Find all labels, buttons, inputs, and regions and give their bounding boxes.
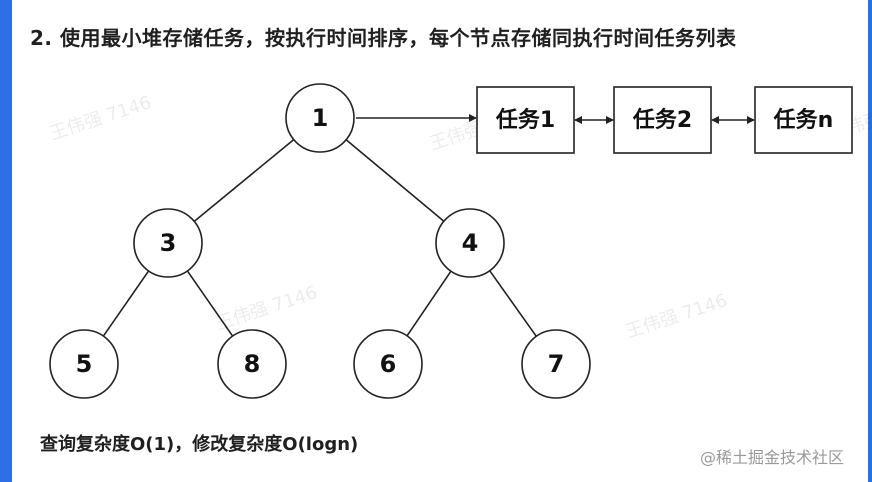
heap-node-6: 6 <box>353 329 423 399</box>
task-box-rect <box>754 86 853 154</box>
heap-node-circle <box>435 208 505 278</box>
right-accent-edge <box>868 0 872 482</box>
heap-edge-n1-n3 <box>193 138 295 223</box>
heap-node-circle <box>49 329 119 399</box>
heap-nodes: 1 3 4 5 8 6 7 <box>49 83 591 399</box>
heap-node-5: 5 <box>49 329 119 399</box>
heap-node-circle <box>353 329 423 399</box>
task-box-rect <box>613 86 712 154</box>
heap-node-8: 8 <box>217 329 287 399</box>
heap-node-label: 7 <box>548 350 565 378</box>
heap-node-label: 3 <box>160 229 177 257</box>
heap-edge-n3-n5 <box>102 270 150 337</box>
heap-node-1: 1 <box>285 83 355 153</box>
author-watermark: 王伟强 7146 <box>623 290 730 343</box>
heap-node-4: 4 <box>435 208 505 278</box>
author-watermark: 王伟强 7146 <box>47 92 154 145</box>
heap-node-label: 6 <box>380 350 397 378</box>
task-box-tn: 任务n <box>754 86 853 154</box>
heap-node-circle <box>285 83 355 153</box>
heap-node-7: 7 <box>521 329 591 399</box>
task-links <box>356 114 755 124</box>
heap-node-label: 1 <box>312 104 329 132</box>
heap-node-circle <box>217 329 287 399</box>
task-label: 任务1 <box>495 107 555 133</box>
task-label: 任务n <box>773 107 834 133</box>
heap-node-3: 3 <box>133 208 203 278</box>
heap-node-circle <box>521 329 591 399</box>
heap-edge-n4-n7 <box>489 270 537 337</box>
heap-node-label: 8 <box>244 350 261 378</box>
author-watermark: 王伟强 7146 <box>213 282 320 335</box>
heap-node-label: 4 <box>462 229 479 257</box>
left-accent-bar <box>0 0 12 482</box>
heap-edge-n4-n6 <box>406 270 452 337</box>
source-watermark: @稀土掘金技术社区 <box>700 448 845 467</box>
page-title: 2. 使用最小堆存储任务，按执行时间排序，每个节点存储同执行时间任务列表 <box>30 26 737 50</box>
task-box-rect <box>476 86 575 154</box>
heap-node-circle <box>133 208 203 278</box>
task-label: 任务2 <box>632 107 692 133</box>
heap-edge-n1-n4 <box>345 139 445 222</box>
task-list: 任务1 任务2 任务n <box>476 86 853 154</box>
task-box-t2: 任务2 <box>613 86 712 154</box>
heap-edges <box>102 138 537 337</box>
task-box-t1: 任务1 <box>476 86 575 154</box>
heap-node-label: 5 <box>76 350 93 378</box>
heap-edge-n3-n8 <box>186 270 234 337</box>
complexity-note: 查询复杂度O(1)，修改复杂度O(logn) <box>40 434 359 455</box>
